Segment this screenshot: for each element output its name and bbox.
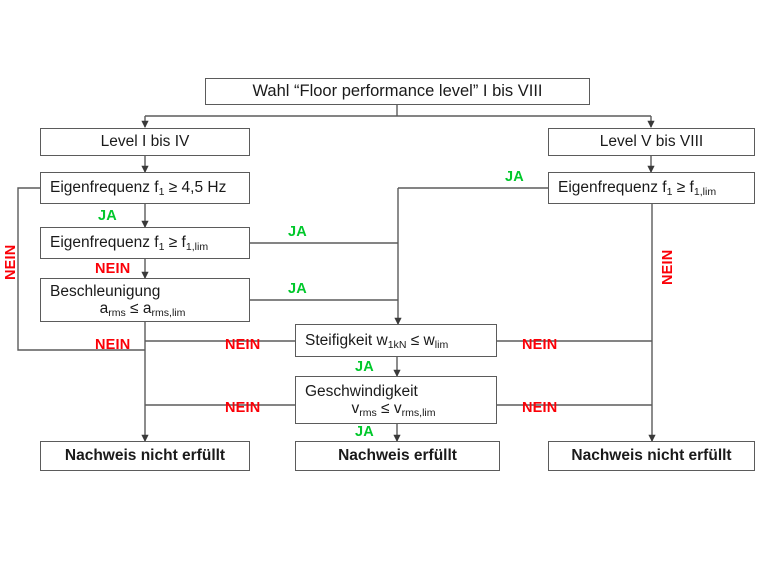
node-geschwindigkeit-line2: vrms ≤ vrms,lim	[305, 400, 496, 420]
edge-label-nein-geschwindigkeit-left: NEIN	[225, 400, 261, 416]
node-level-low[interactable]: Level I bis IV	[40, 128, 250, 156]
gesch-sub2: rms,lim	[401, 407, 436, 420]
beschl-mid: ≤ a	[125, 300, 152, 317]
edge-label-ja-eigenfrequenz-lim-right: JA	[505, 169, 524, 185]
node-result-fail-right-label: Nachweis nicht erfüllt	[571, 447, 732, 465]
node-result-fail-left[interactable]: Nachweis nicht erfüllt	[40, 441, 250, 471]
node-eigenfrequenz-4-5hz[interactable]: Eigenfrequenz f1 ≥ 4,5 Hz	[40, 172, 250, 204]
eigenlimR-prefix: Eigenfrequenz f	[558, 179, 667, 197]
edge-label-nein-steifigkeit-left: NEIN	[225, 337, 261, 353]
steif-sub2: lim	[434, 338, 449, 351]
edge-label-nein-eigenfrequenz-45: NEIN	[3, 244, 19, 280]
beschl-sub1: rms	[108, 307, 126, 320]
eigenlimR-sub1: 1	[666, 186, 673, 199]
eigenlimR-sub2: 1,lim	[693, 186, 717, 199]
edge-label-nein-beschleunigung: NEIN	[95, 337, 131, 353]
node-eigenfrequenz-lim-right-label: Eigenfrequenz f1 ≥ f1,lim	[558, 179, 754, 199]
edge-label-ja-steifigkeit: JA	[355, 359, 374, 375]
eigenlimL-mid: ≥ f	[164, 234, 186, 252]
gesch-v: v	[351, 400, 360, 417]
node-beschleunigung[interactable]: Beschleunigung arms ≤ arms,lim	[40, 278, 250, 322]
node-start[interactable]: Wahl “Floor performance level” I bis VII…	[205, 78, 590, 105]
node-beschleunigung-line1: Beschleunigung	[50, 282, 161, 300]
node-start-label: Wahl “Floor performance level” I bis VII…	[252, 82, 543, 101]
node-level-low-label: Level I bis IV	[100, 133, 190, 151]
node-result-fail-left-label: Nachweis nicht erfüllt	[64, 447, 226, 465]
node-geschwindigkeit[interactable]: Geschwindigkeit vrms ≤ vrms,lim	[295, 376, 497, 424]
node-level-high-label: Level V bis VIII	[599, 133, 704, 151]
steif-mid: ≤ w	[406, 331, 435, 349]
edge-label-nein-eigenfrequenz-lim-right: NEIN	[660, 249, 676, 285]
edge-label-ja-geschwindigkeit: JA	[355, 424, 374, 440]
gesch-mid: ≤ v	[376, 400, 402, 417]
node-steifigkeit-label: Steifigkeit w1kN ≤ wlim	[305, 331, 496, 351]
node-eigenfrequenz-lim-left[interactable]: Eigenfrequenz f1 ≥ f1,lim	[40, 227, 250, 259]
node-steifigkeit[interactable]: Steifigkeit w1kN ≤ wlim	[295, 324, 497, 357]
node-eigenfrequenz-lim-right[interactable]: Eigenfrequenz f1 ≥ f1,lim	[548, 172, 755, 204]
node-beschleunigung-line2: arms ≤ arms,lim	[50, 300, 249, 320]
node-result-fail-right[interactable]: Nachweis nicht erfüllt	[548, 441, 755, 471]
gesch-sub1: rms	[359, 407, 377, 420]
edge-label-nein-steifigkeit-right: NEIN	[522, 337, 558, 353]
edge-label-nein-eigenfrequenz-lim-left: NEIN	[95, 261, 131, 277]
node-geschwindigkeit-line1: Geschwindigkeit	[305, 382, 418, 400]
eigenlimL-sub2: 1,lim	[185, 241, 209, 254]
edge-label-nein-geschwindigkeit-right: NEIN	[522, 400, 558, 416]
edge-label-ja-eigenfrequenz-lim-left: JA	[288, 224, 307, 240]
eigen45-mid: ≥ 4,5 Hz	[164, 179, 227, 197]
node-result-pass-label: Nachweis erfüllt	[338, 447, 457, 465]
beschl-sub2: rms,lim	[151, 307, 186, 320]
beschl-a: a	[99, 300, 109, 317]
edge-label-ja-beschleunigung: JA	[288, 281, 307, 297]
node-eigenfrequenz-4-5hz-label: Eigenfrequenz f1 ≥ 4,5 Hz	[50, 179, 249, 199]
node-eigenfrequenz-lim-left-label: Eigenfrequenz f1 ≥ f1,lim	[50, 234, 249, 254]
eigen45-sub1: 1	[158, 186, 165, 199]
steif-sub1: 1kN	[387, 338, 407, 351]
eigenlimL-sub1: 1	[158, 241, 165, 254]
edge-label-ja-eigenfrequenz-45: JA	[98, 208, 117, 224]
eigenlimR-mid: ≥ f	[672, 179, 694, 197]
node-result-pass[interactable]: Nachweis erfüllt	[295, 441, 500, 471]
node-level-high[interactable]: Level V bis VIII	[548, 128, 755, 156]
eigen45-prefix: Eigenfrequenz f	[50, 179, 159, 197]
steif-prefix: Steifigkeit w	[305, 331, 388, 349]
eigenlimL-prefix: Eigenfrequenz f	[50, 234, 159, 252]
